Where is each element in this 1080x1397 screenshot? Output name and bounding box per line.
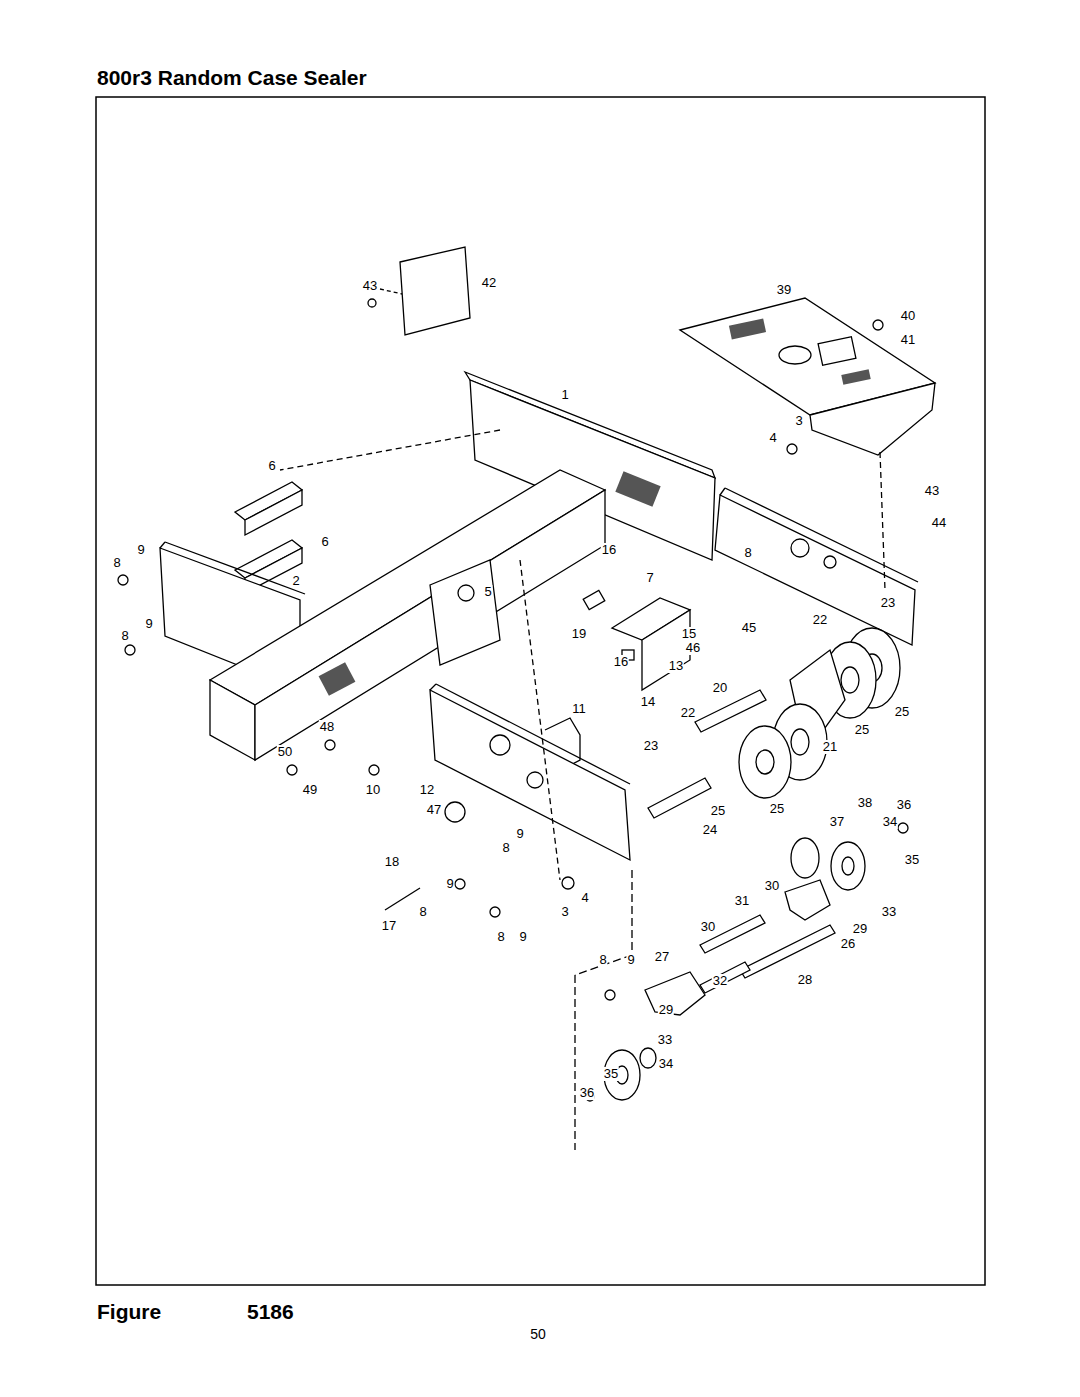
callout-number: 31 — [734, 894, 750, 908]
callout-number: 9 — [136, 543, 145, 557]
callout-number: 5 — [483, 585, 492, 599]
callout-number: 48 — [319, 720, 335, 734]
callout-number: 45 — [741, 621, 757, 635]
callout-number: 43 — [924, 484, 940, 498]
page-title: 800r3 Random Case Sealer — [97, 66, 367, 90]
callout-number: 8 — [112, 556, 121, 570]
callout-number: 44 — [931, 516, 947, 530]
callout-number: 22 — [680, 706, 696, 720]
callout-number: 23 — [880, 596, 896, 610]
callout-number: 33 — [881, 905, 897, 919]
callout-number: 28 — [797, 973, 813, 987]
callout-number: 35 — [904, 853, 920, 867]
callout-number: 10 — [365, 783, 381, 797]
callout-number: 4 — [580, 891, 589, 905]
callout-number: 26 — [840, 937, 856, 951]
callout-number: 9 — [515, 827, 524, 841]
callout-number: 36 — [896, 798, 912, 812]
callout-number: 20 — [712, 681, 728, 695]
callout-number: 46 — [685, 641, 701, 655]
callout-number: 29 — [658, 1003, 674, 1017]
callout-number: 4 — [768, 431, 777, 445]
callout-number: 30 — [700, 920, 716, 934]
callout-number: 18 — [384, 855, 400, 869]
page-number: 50 — [529, 1327, 547, 1341]
callout-number: 36 — [579, 1086, 595, 1100]
callout-number: 29 — [852, 922, 868, 936]
callout-number: 15 — [681, 627, 697, 641]
callout-number: 41 — [900, 333, 916, 347]
callout-number: 12 — [419, 783, 435, 797]
callout-number: 2 — [291, 574, 300, 588]
callout-number: 8 — [743, 546, 752, 560]
callout-number: 49 — [302, 783, 318, 797]
callout-number: 43 — [362, 279, 378, 293]
figure-frame — [96, 97, 985, 1285]
callout-number: 16 — [601, 543, 617, 557]
callout-number: 8 — [598, 953, 607, 967]
callout-number: 38 — [857, 796, 873, 810]
callout-number: 8 — [501, 841, 510, 855]
exploded-view — [118, 247, 935, 1150]
callout-number: 25 — [854, 723, 870, 737]
callout-number: 42 — [481, 276, 497, 290]
callout-number: 17 — [381, 919, 397, 933]
callout-number: 8 — [120, 629, 129, 643]
callout-number: 30 — [764, 879, 780, 893]
callout-number: 3 — [560, 905, 569, 919]
callout-number: 25 — [710, 804, 726, 818]
callout-number: 13 — [668, 659, 684, 673]
callout-number: 3 — [794, 414, 803, 428]
callout-number: 37 — [829, 815, 845, 829]
callout-number: 24 — [702, 823, 718, 837]
callout-number: 33 — [657, 1033, 673, 1047]
callout-number: 19 — [571, 627, 587, 641]
callout-number: 32 — [712, 974, 728, 988]
callout-number: 9 — [445, 877, 454, 891]
callout-number: 6 — [267, 459, 276, 473]
callout-number: 50 — [277, 745, 293, 759]
callout-number: 9 — [518, 930, 527, 944]
callout-number: 34 — [882, 815, 898, 829]
callout-number: 22 — [812, 613, 828, 627]
callout-number: 11 — [571, 702, 587, 716]
callout-number: 8 — [496, 930, 505, 944]
callout-number: 34 — [658, 1057, 674, 1071]
callout-number: 1 — [560, 388, 569, 402]
callout-number: 40 — [900, 309, 916, 323]
callout-number: 21 — [822, 740, 838, 754]
callout-number: 14 — [640, 695, 656, 709]
callout-number: 39 — [776, 283, 792, 297]
figure-caption: Figure 5186 — [97, 1300, 294, 1324]
callout-number: 47 — [426, 803, 442, 817]
callout-number: 27 — [654, 950, 670, 964]
callout-number: 6 — [320, 535, 329, 549]
callout-number: 7 — [645, 571, 654, 585]
callout-number: 8 — [418, 905, 427, 919]
callout-number: 25 — [769, 802, 785, 816]
callout-number: 9 — [144, 617, 153, 631]
callout-number: 9 — [626, 953, 635, 967]
callout-number: 16 — [613, 655, 629, 669]
callout-number: 23 — [643, 739, 659, 753]
callout-number: 35 — [603, 1067, 619, 1081]
callout-number: 25 — [894, 705, 910, 719]
